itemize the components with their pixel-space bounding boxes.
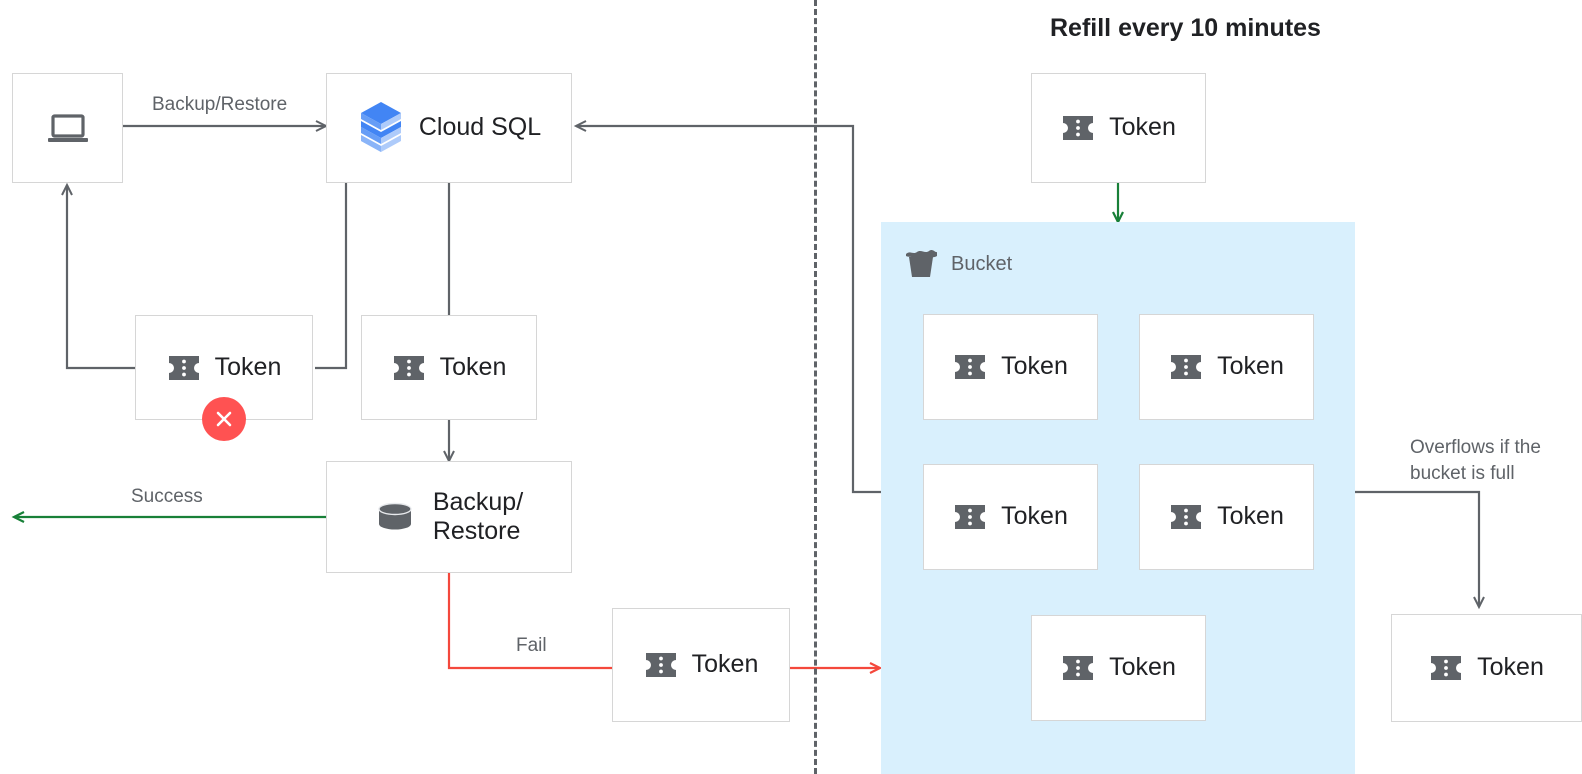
token-fail-label: Token	[691, 650, 759, 679]
token-icon	[392, 353, 426, 383]
token-server-node[interactable]: Token	[361, 315, 537, 420]
edge-label-backup-restore: Backup/Restore	[152, 94, 288, 115]
bucket-token-label: Token	[1001, 502, 1068, 531]
token-refill-label: Token	[1109, 113, 1176, 142]
token-overflow-label: Token	[1477, 653, 1544, 682]
token-icon	[1169, 502, 1203, 532]
token-icon	[167, 353, 201, 383]
bucket-token-1[interactable]: Token	[923, 314, 1098, 420]
client-server-boundary-divider	[814, 0, 817, 774]
token-refill-node[interactable]: Token	[1031, 73, 1206, 183]
edge-backup-fail	[447, 573, 612, 670]
edge-bucket-overflow	[1355, 490, 1485, 610]
cloud-sql-icon	[357, 100, 405, 156]
token-fail-node[interactable]: Token	[612, 608, 790, 722]
bucket-icon	[903, 248, 939, 280]
cloud-sql-label: Cloud SQL	[418, 113, 542, 142]
edge-bucket-to-cloudsql	[573, 120, 881, 494]
backup-restore-label: Backup/ Restore	[432, 487, 524, 546]
database-icon	[375, 500, 415, 534]
cloud-sql-node[interactable]: Cloud SQL	[326, 73, 572, 183]
edge-label-overflow: Overflows if the bucket is full	[1410, 437, 1541, 484]
token-server-label: Token	[439, 352, 507, 381]
error-x-icon	[202, 397, 246, 441]
edge-token-client-to-client	[61, 182, 135, 370]
bucket-title: Bucket	[951, 252, 1013, 275]
bucket-token-label: Token	[1217, 352, 1284, 381]
bucket-token-label: Token	[1001, 352, 1068, 381]
token-icon	[1169, 352, 1203, 382]
edge-label-fail: Fail	[516, 635, 547, 656]
bucket-token-3[interactable]: Token	[923, 464, 1098, 570]
bucket-token-2[interactable]: Token	[1139, 314, 1314, 420]
token-icon	[1061, 113, 1095, 143]
token-icon	[644, 650, 678, 680]
bucket-token-label: Token	[1109, 653, 1176, 682]
token-icon	[953, 502, 987, 532]
edge-cloudsql-to-token-client	[315, 182, 348, 370]
bucket-token-5[interactable]: Token	[1031, 615, 1206, 721]
bucket-token-4[interactable]: Token	[1139, 464, 1314, 570]
bucket-token-label: Token	[1217, 502, 1284, 531]
backup-restore-node[interactable]: Backup/ Restore	[326, 461, 572, 573]
token-client-label: Token	[214, 352, 282, 381]
token-overflow-node[interactable]: Token	[1391, 614, 1582, 722]
token-icon	[1061, 653, 1095, 683]
token-icon	[953, 352, 987, 382]
bucket-header: Bucket	[903, 248, 1012, 280]
client-node[interactable]	[12, 73, 123, 183]
laptop-icon	[45, 108, 91, 148]
page-title: Refill every 10 minutes	[1050, 14, 1321, 42]
edge-label-success: Success	[131, 486, 203, 507]
token-icon	[1429, 653, 1463, 683]
